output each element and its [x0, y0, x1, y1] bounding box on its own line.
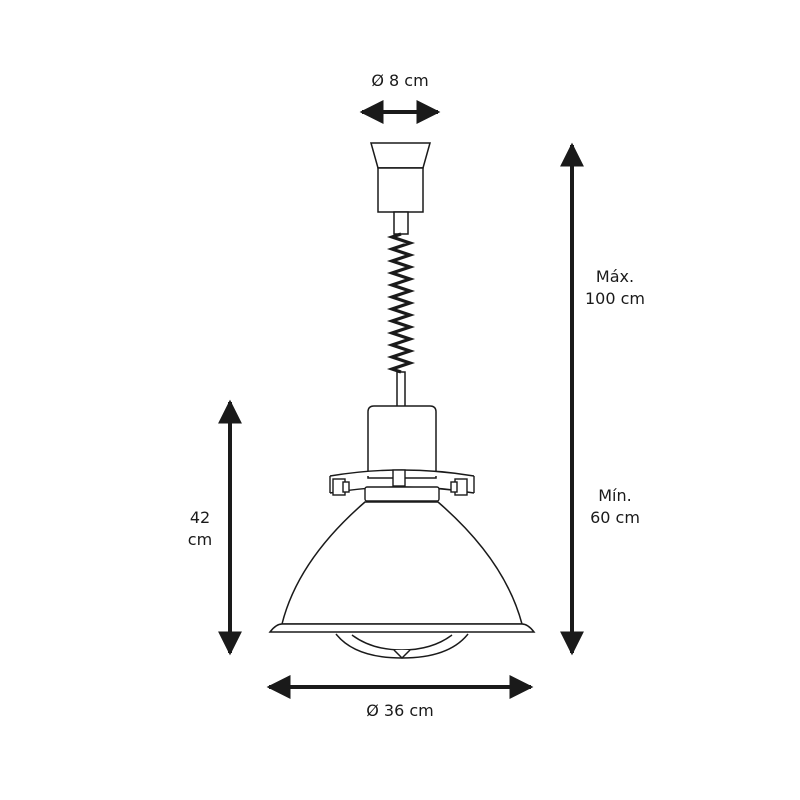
height-unit: cm	[187, 530, 213, 549]
max-length-title: Máx.	[595, 267, 635, 286]
lamp-housing	[367, 405, 437, 479]
min-length-value: 60 cm	[590, 508, 640, 527]
top-width-text: Ø 8 cm	[371, 71, 429, 90]
top-width-label: Ø 8 cm	[352, 70, 448, 92]
mounting-ring	[329, 469, 475, 502]
min-length-title: Mín.	[598, 486, 632, 505]
max-length-label: Máx. 100 cm	[570, 266, 660, 310]
bottom-width-text: Ø 36 cm	[366, 701, 434, 720]
coil-spring	[386, 232, 416, 374]
height-label: 42 cm	[170, 507, 230, 551]
bottom-width-label: Ø 36 cm	[340, 700, 460, 722]
height-value: 42	[189, 508, 211, 527]
max-length-value: 100 cm	[584, 289, 645, 308]
lamp-shade	[268, 501, 536, 660]
min-length-label: Mín. 60 cm	[570, 485, 660, 529]
ceiling-canopy	[370, 142, 431, 213]
